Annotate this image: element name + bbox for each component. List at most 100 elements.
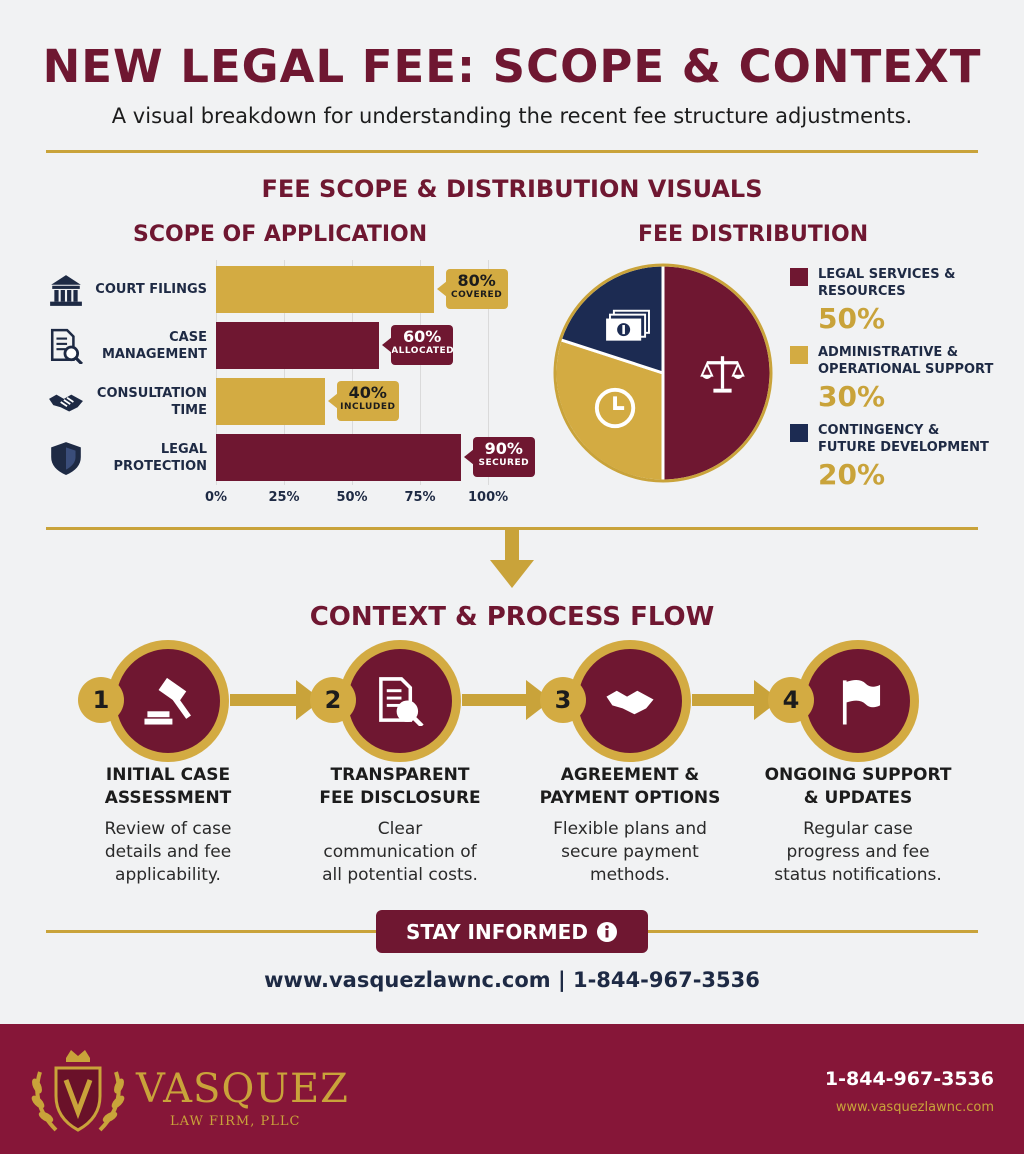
step-icon-disc (578, 649, 682, 753)
bar-chart-gridline (488, 260, 489, 485)
step-description-line: applicability. (115, 865, 221, 885)
step-icon-ring (107, 640, 229, 762)
step-connector-arrow (692, 680, 780, 720)
flag-icon (842, 679, 881, 725)
step-title: AGREEMENT & PAYMENT OPTIONS (525, 764, 735, 810)
legend-swatch (790, 346, 808, 364)
handshake-icon (606, 690, 654, 715)
bar-value-label: 80% (457, 271, 496, 290)
gavel-icon (144, 677, 191, 725)
step-description-line: all potential costs. (322, 865, 478, 885)
step-title-line: ASSESSMENT (104, 788, 232, 808)
step-description-line: Regular case (803, 819, 913, 839)
legend-label-line: RESOURCES (818, 284, 906, 299)
legend-label-line: OPERATIONAL SUPPORT (818, 362, 994, 377)
step-description-line: secure payment (561, 842, 699, 862)
down-arrow-icon (490, 530, 534, 588)
step-description-line: details and fee (104, 842, 232, 862)
bar-chart-tick-label: 75% (404, 490, 436, 505)
step-title-line: & UPDATES (803, 788, 913, 808)
step-description-line: methods. (590, 865, 670, 885)
pie-chart-title: FEE DISTRIBUTION (638, 222, 869, 247)
step-description-line: status notifications. (774, 865, 942, 885)
step-number-badge: 2 (310, 677, 356, 723)
callout-pointer (382, 337, 393, 353)
step-number-badge: 1 (78, 677, 124, 723)
bar-3 (216, 378, 325, 425)
legend-value: 50% (818, 302, 886, 335)
step-description: Review of case details and fee applicabili… (63, 818, 273, 887)
step-title-line: INITIAL CASE (105, 765, 231, 785)
step-icon-ring (569, 640, 691, 762)
bar-chart-tick-label: 25% (268, 490, 300, 505)
divider-cta-right (648, 930, 978, 933)
bar-chart-tick-label: 50% (336, 490, 368, 505)
legend-swatch (790, 424, 808, 442)
courthouse-icon (50, 275, 82, 306)
bar-chart-tick-label: 0% (204, 490, 228, 505)
bar-value-callout: 80%COVERED (445, 269, 508, 309)
step-title: ONGOING SUPPORT& UPDATES (753, 764, 963, 810)
document-search-icon (379, 677, 424, 726)
step-description-line: communication of (323, 842, 477, 862)
bar-1 (216, 266, 434, 313)
step-title-line: PAYMENT OPTIONS (539, 788, 721, 808)
footer-phone[interactable]: 1-844-967-3536 (824, 1068, 994, 1090)
callout-pointer (327, 393, 338, 409)
section-title-process: CONTEXT & PROCESS FLOW (309, 602, 715, 632)
step-title-line: FEE DISCLOSURE (319, 788, 481, 808)
step-number-badge: 3 (540, 677, 586, 723)
step-icon-disc (116, 649, 220, 753)
bar-value-caption: INCLUDED (340, 402, 396, 412)
stay-informed-button[interactable]: STAY INFORMED (376, 910, 648, 953)
step-connector-arrow (462, 680, 552, 720)
legend-label-line: CONTINGENCY & (818, 423, 940, 438)
divider-middle (46, 527, 978, 530)
bar-value-callout: 90%SECURED (472, 437, 535, 477)
legend-value: 30% (818, 380, 886, 413)
step-description-line: Clear (377, 819, 423, 839)
page-subtitle: A visual breakdown for understanding the… (111, 104, 913, 128)
bar-category-label: COURT FILINGS (95, 282, 207, 297)
bar-chart-gridline (420, 260, 421, 485)
bar-2 (216, 322, 380, 369)
step-title-line: TRANSPARENT (330, 765, 470, 785)
step-title-line: AGREEMENT & (560, 765, 700, 785)
bar-chart-title: SCOPE OF APPLICATION (133, 222, 428, 247)
legend-swatch (790, 268, 808, 286)
document-search-icon (50, 328, 84, 364)
contact-line[interactable]: www.vasquezlawnc.com | 1-844-967-3536 (264, 968, 760, 992)
callout-pointer (463, 449, 474, 465)
law-firm-crest-logo (31, 1050, 125, 1132)
clock-icon (594, 387, 636, 429)
footer: VASQUEZ LAW FIRM, PLLC 1-844-967-3536 ww… (0, 1024, 1024, 1154)
money-icon (606, 309, 650, 341)
pie-outline (553, 263, 773, 483)
bar-chart-tick-label: 100% (468, 490, 509, 505)
step-icon-disc (348, 649, 452, 753)
legend-label-line: LEGAL SERVICES & (818, 267, 956, 282)
step-title: TRANSPARENT FEE DISCLOSURE (295, 764, 505, 810)
step-description-line: Review of case (104, 819, 232, 839)
bar-value-label: 60% (403, 327, 442, 346)
callout-pointer (436, 281, 447, 297)
bar-category-label: CONSULTATION TIME (96, 385, 207, 418)
bar-value-label: 90% (484, 439, 523, 458)
bar-value-caption: SECURED (478, 458, 530, 468)
bar-category-label: LEGAL PROTECTION (113, 441, 207, 474)
handshake-icon (49, 394, 83, 412)
legend-label: CONTINGENCY & FUTURE DEVELOPMENT (818, 422, 1024, 456)
step-icon-ring (339, 640, 461, 762)
info-icon (596, 921, 617, 942)
legend-label-line: FUTURE DEVELOPMENT (818, 440, 989, 455)
bar-value-caption: ALLOCATED (391, 346, 455, 356)
bar-chart-gridline (284, 260, 285, 485)
footer-url[interactable]: www.vasquezlawnc.com (835, 1100, 994, 1115)
step-icon-ring (797, 640, 919, 762)
shield-icon (51, 442, 81, 475)
bar-4 (216, 434, 461, 481)
